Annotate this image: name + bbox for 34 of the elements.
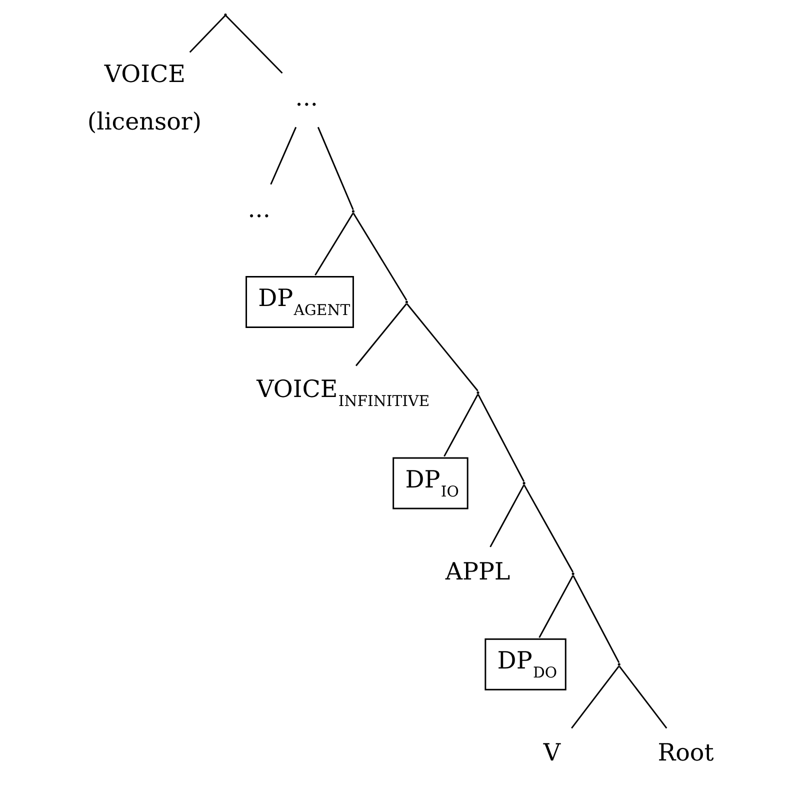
- node-text: Root: [657, 738, 714, 767]
- connector: [489, 484, 524, 548]
- connector: [618, 666, 667, 729]
- node-box: DP$_{IO}$: [392, 457, 468, 510]
- connector: [443, 394, 478, 457]
- connector: [476, 394, 524, 482]
- connector: [316, 126, 354, 210]
- connector: [188, 15, 226, 53]
- node-point: [571, 572, 574, 576]
- node-label: (licensor): [86, 107, 202, 136]
- node-point: [404, 300, 408, 304]
- connector: [354, 303, 407, 366]
- node-text: V: [542, 738, 560, 767]
- connector: [270, 126, 296, 185]
- node-point: [351, 210, 354, 213]
- node-text: APPL: [444, 557, 510, 586]
- connector: [538, 575, 574, 638]
- connector: [572, 575, 620, 664]
- node-box: DP$_{DO}$: [484, 638, 566, 690]
- node-point: [224, 14, 226, 16]
- connector: [224, 15, 282, 74]
- connector: [523, 484, 574, 572]
- node-text: VOICE: [104, 60, 186, 88]
- node-box: DP$_{AGENT}$: [245, 276, 354, 328]
- node-text: VOICE$_{INFINITIVE}$: [256, 374, 430, 410]
- connector: [570, 666, 619, 729]
- node-point: [617, 663, 620, 666]
- node-text: ...: [294, 84, 318, 112]
- connector: [314, 212, 354, 276]
- node-point: [522, 482, 525, 484]
- node-text: ...: [247, 195, 270, 224]
- connector: [406, 303, 478, 392]
- node-point: [476, 391, 479, 394]
- connector: [352, 212, 407, 301]
